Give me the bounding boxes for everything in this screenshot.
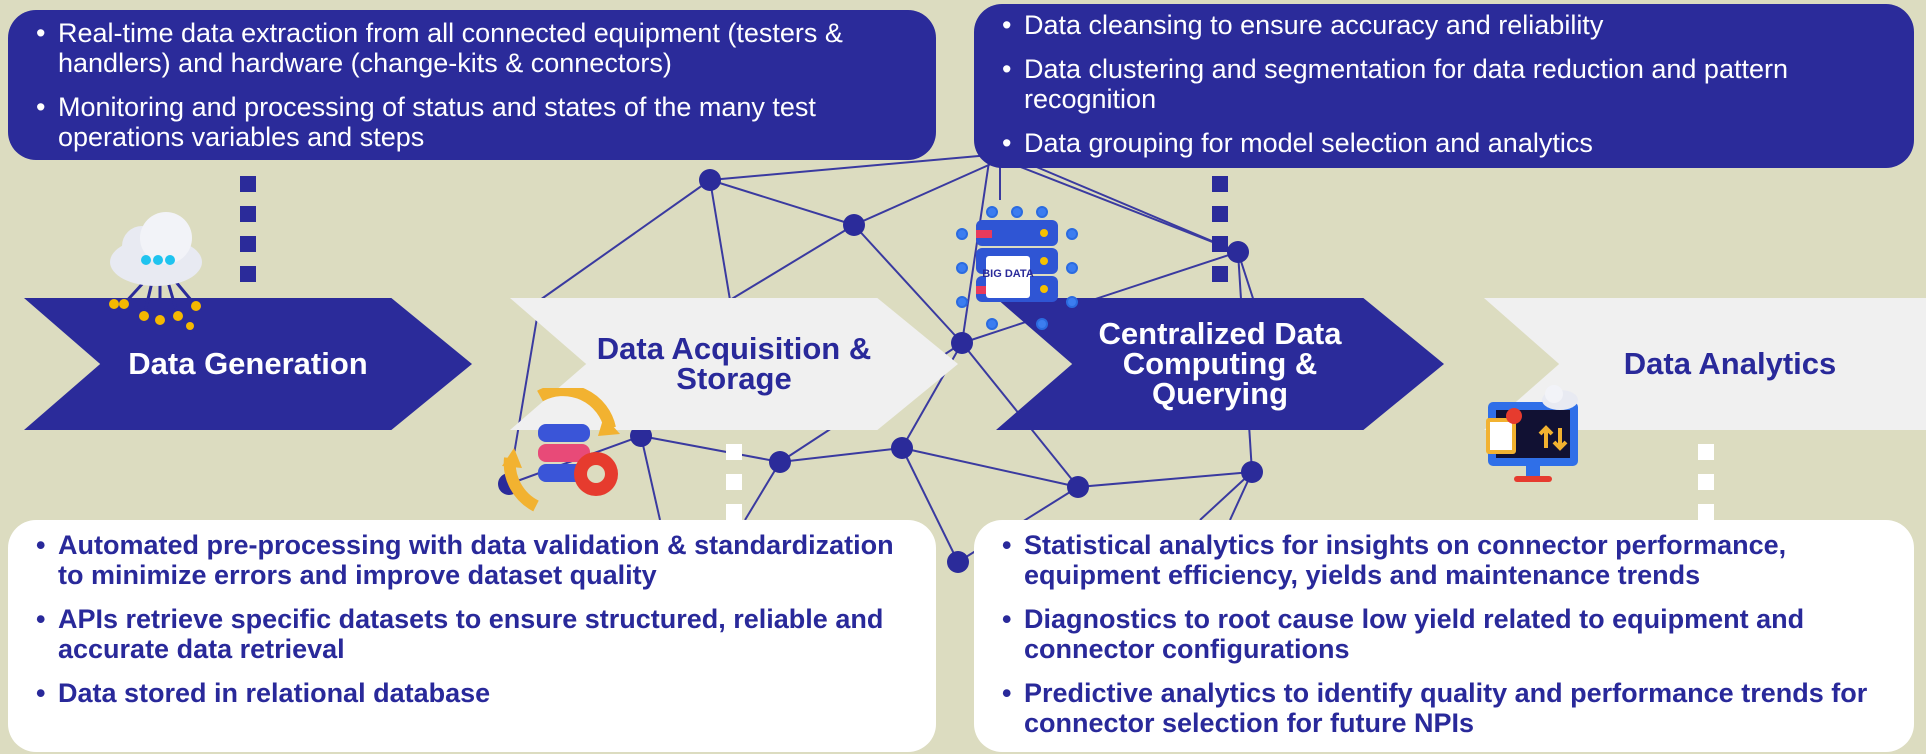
stage-label: Data Acquisition & Storage — [596, 331, 872, 396]
monitor-analytics-icon — [1486, 385, 1578, 482]
list-item: APIs retrieve specific datasets to ensur… — [36, 604, 916, 664]
list-item: Data grouping for model selection and an… — [1002, 128, 1894, 158]
database-gear-icon — [502, 388, 620, 512]
stage-label: Data Analytics — [1623, 346, 1837, 381]
top-left-box: Real-time data extraction from all conne… — [8, 10, 936, 160]
list-item: Data clustering and segmentation for dat… — [1002, 54, 1894, 114]
stage-data-acquisition: Data Acquisition & Storage — [510, 298, 958, 430]
connector-dots-analytics — [1698, 444, 1714, 534]
list-item: Real-time data extraction from all conne… — [36, 18, 916, 78]
connector-dots-computing — [1212, 176, 1228, 296]
list-item: Predictive analytics to identify quality… — [1002, 678, 1894, 738]
list-item: Data cleansing to ensure accuracy and re… — [1002, 10, 1894, 40]
list-item: Monitoring and processing of status and … — [36, 92, 916, 152]
connector-dots-generation — [240, 176, 256, 296]
top-right-box: Data cleansing to ensure accuracy and re… — [974, 4, 1914, 168]
big-data-label: BIG DATA — [982, 268, 1034, 280]
list-item: Automated pre-processing with data valid… — [36, 530, 916, 590]
bottom-right-box: Statistical analytics for insights on co… — [974, 520, 1914, 752]
stage-label: Data Generation — [128, 346, 368, 381]
cloud-network-icon — [109, 212, 202, 330]
list-item: Diagnostics to root cause low yield rela… — [1002, 604, 1894, 664]
list-item: Statistical analytics for insights on co… — [1002, 530, 1894, 590]
connector-dots-acquisition — [726, 444, 742, 534]
list-item: Data stored in relational database — [36, 678, 916, 708]
bottom-left-box: Automated pre-processing with data valid… — [8, 520, 936, 752]
big-data-server-icon: BIG DATA — [956, 206, 1078, 330]
stage-label: Centralized Data Computing & Querying — [1098, 316, 1342, 411]
